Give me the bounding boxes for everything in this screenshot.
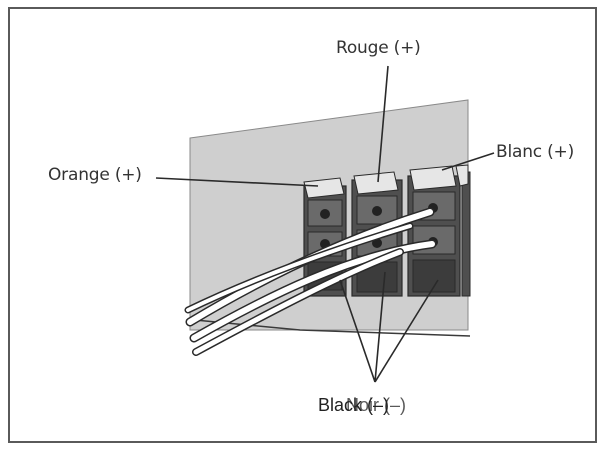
leader-orange [155, 177, 319, 187]
leader-white [441, 152, 495, 171]
speaker-cables [184, 207, 437, 356]
tab-orange [303, 177, 345, 199]
tab-red [353, 171, 399, 195]
shelf-edge [194, 319, 471, 337]
leader-red [377, 65, 389, 183]
leader-black-3 [374, 279, 439, 383]
label-black-fr: Noir (–) [346, 395, 407, 415]
tab-white [409, 165, 457, 191]
leader-black-1 [339, 279, 376, 383]
leader-black-2 [374, 271, 386, 383]
label-white: Blanc (+) [496, 142, 575, 162]
label-orange: Orange (+) [48, 165, 142, 185]
label-red: Rouge (+) [336, 38, 421, 58]
leader-lines [155, 65, 495, 383]
label-black-en: Black (–) [318, 395, 390, 415]
